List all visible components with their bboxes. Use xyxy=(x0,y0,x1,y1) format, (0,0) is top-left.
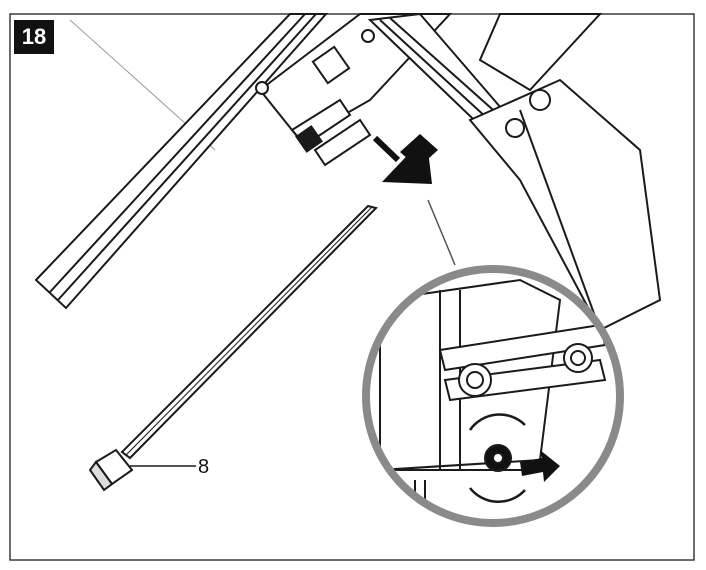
detail-arrow xyxy=(520,450,560,482)
main-rail xyxy=(34,13,329,310)
pull-arrow xyxy=(372,134,438,184)
callout-label-8: 8 xyxy=(198,456,210,478)
detail-magnifier xyxy=(362,265,624,527)
hex-key-tool xyxy=(88,204,378,492)
side-panel xyxy=(255,13,662,332)
detail-leader xyxy=(427,199,456,266)
step-number-badge: 18 xyxy=(14,20,54,54)
clamp-bracket xyxy=(290,45,372,167)
figure-frame xyxy=(9,13,695,561)
